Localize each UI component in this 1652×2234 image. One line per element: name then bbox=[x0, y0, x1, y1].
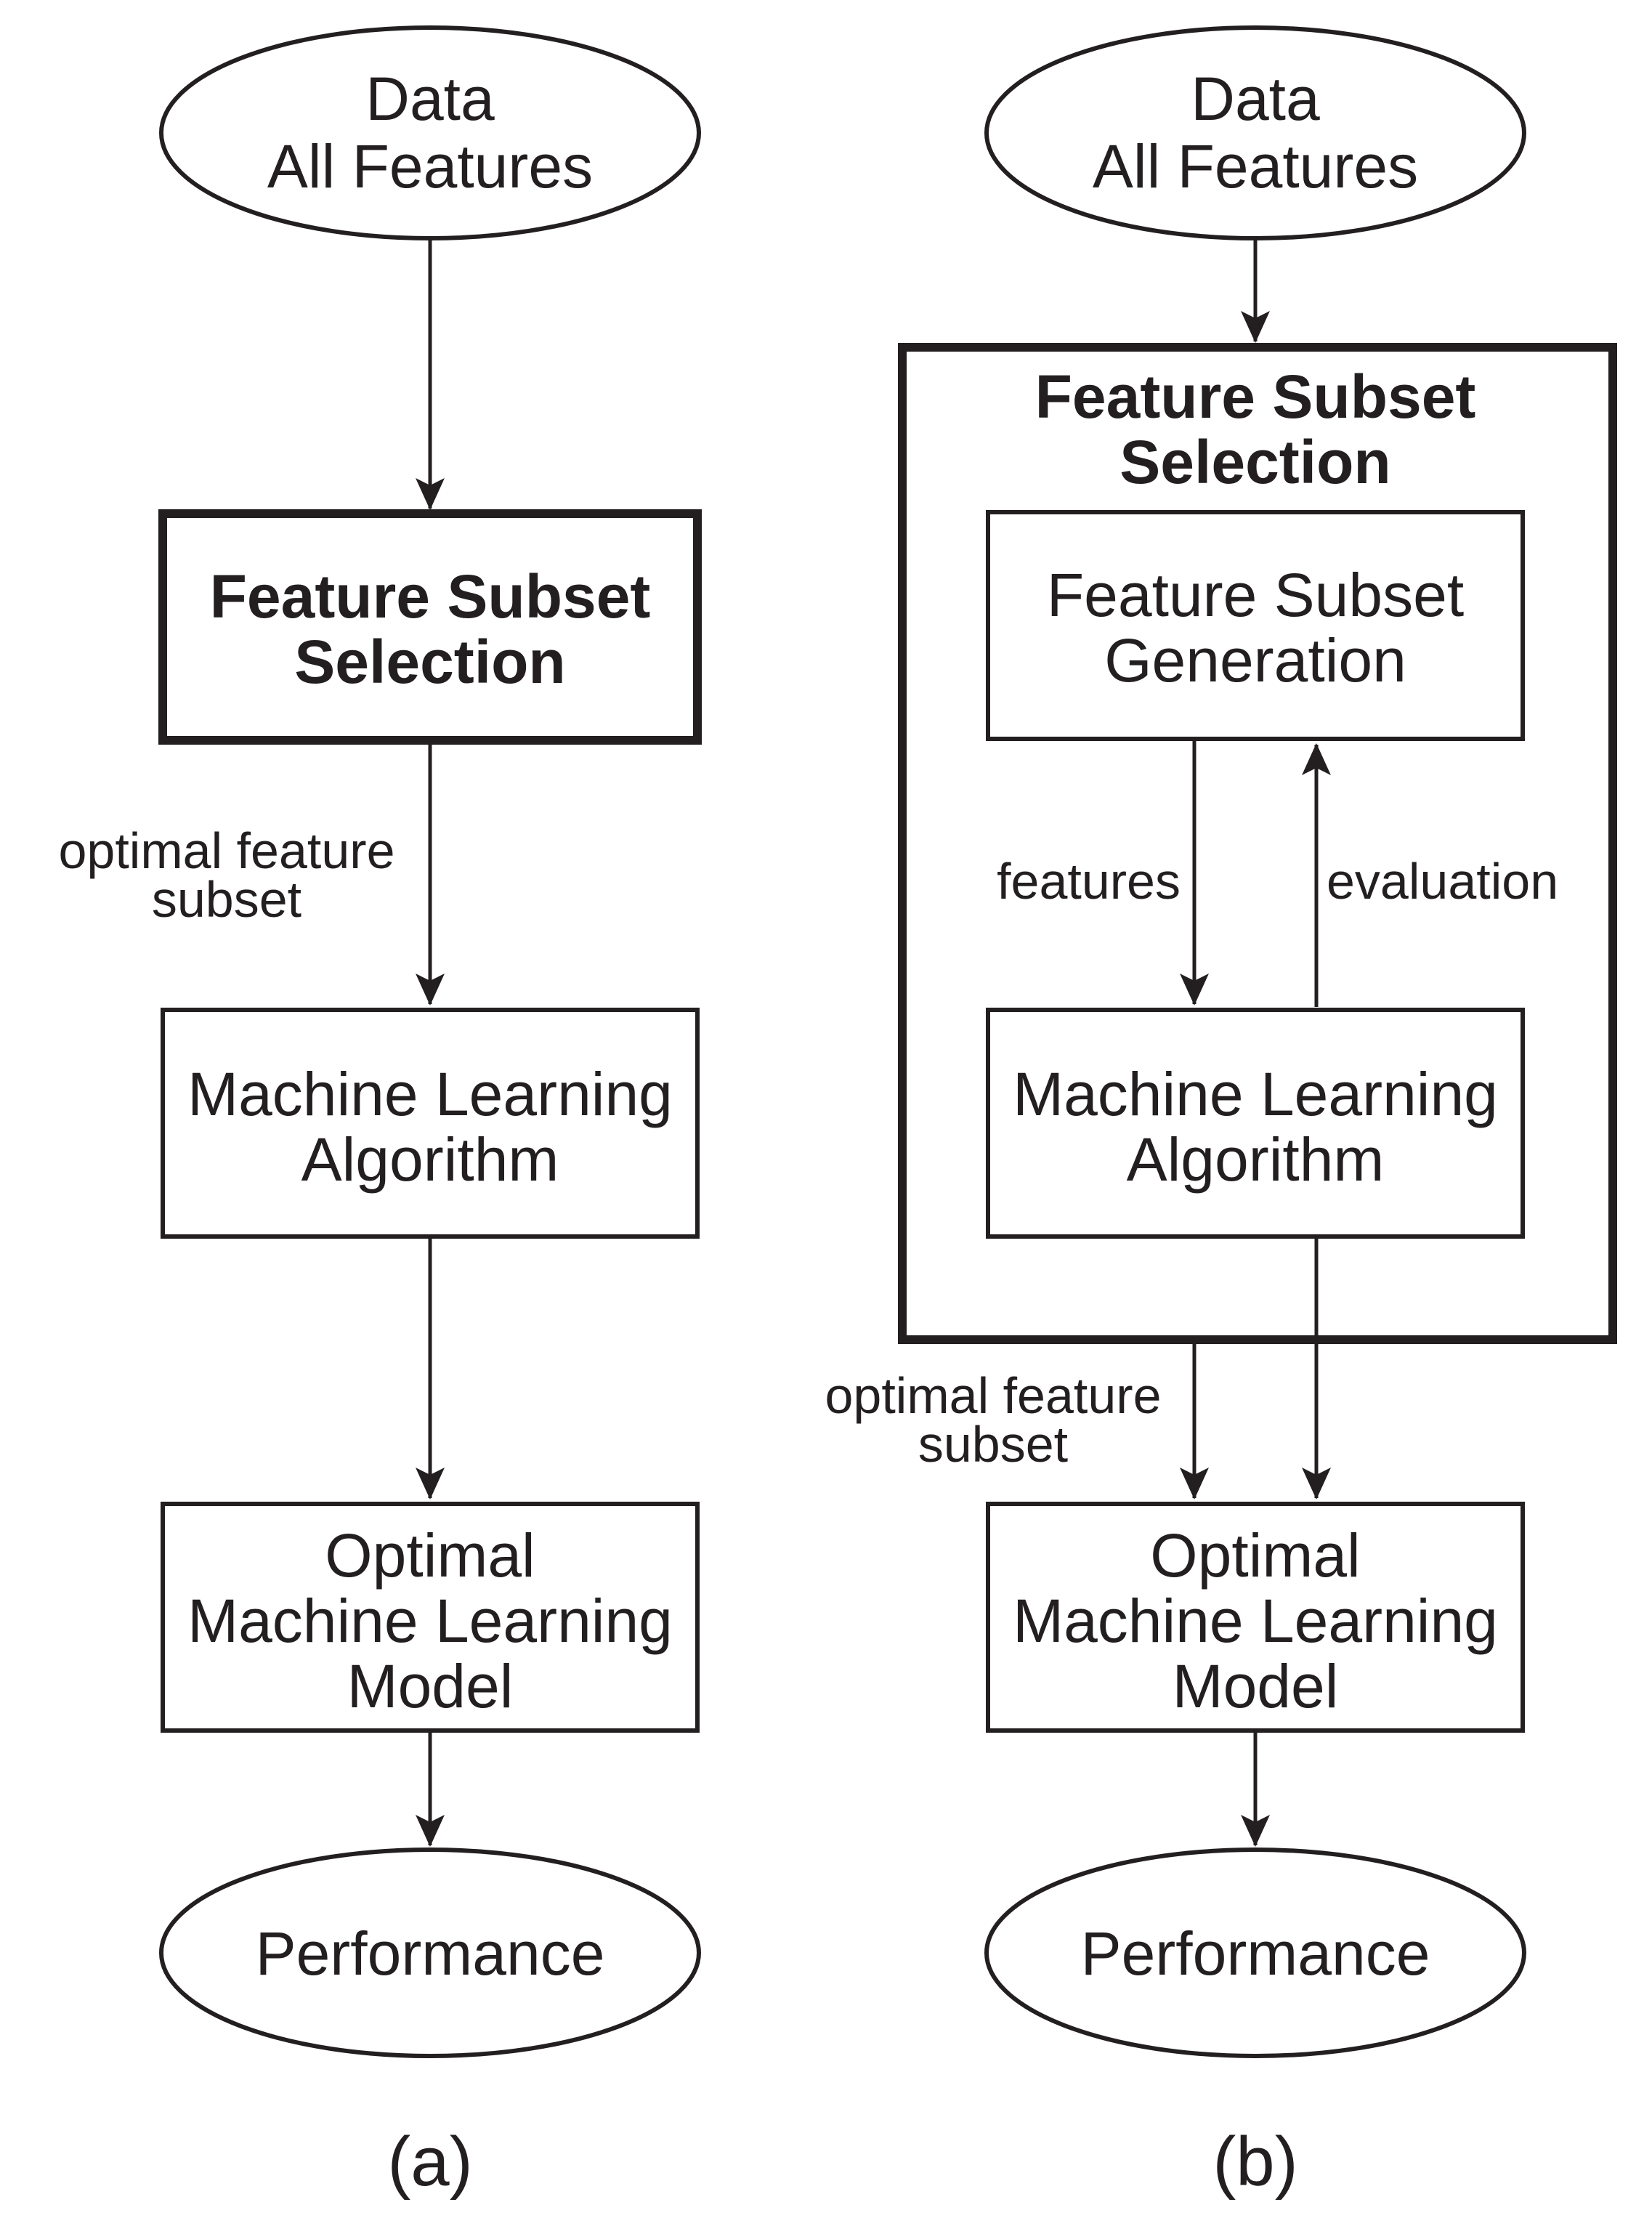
data-node-line-1: Data bbox=[365, 65, 495, 133]
generation-node-line-2: Generation bbox=[1104, 626, 1406, 695]
mla-node-line-2: Algorithm bbox=[1127, 1125, 1385, 1194]
mla-node-line-1: Machine Learning bbox=[187, 1060, 673, 1128]
mla-node-line-1: Machine Learning bbox=[1013, 1060, 1498, 1128]
model-node-line-2: Machine Learning bbox=[1013, 1587, 1498, 1655]
edge-label-line-1: optimal feature bbox=[825, 1367, 1161, 1424]
model-node-line-3: Model bbox=[347, 1652, 514, 1720]
container-title-line-1: Feature Subset bbox=[1035, 363, 1476, 431]
fss-node-line-2: Selection bbox=[294, 628, 565, 696]
edge-label-line-2: subset bbox=[152, 871, 301, 928]
optimal-model-node bbox=[986, 1502, 1525, 1733]
caption-b: (b) bbox=[1212, 2123, 1297, 2201]
machine-learning-algorithm-node bbox=[986, 1008, 1525, 1239]
performance-label: Performance bbox=[1081, 1919, 1430, 1988]
evaluation-label: evaluation bbox=[1327, 853, 1558, 910]
performance-node bbox=[984, 1847, 1526, 2058]
feature-subset-generation-node bbox=[986, 510, 1525, 741]
performance-node bbox=[159, 1847, 701, 2058]
model-node-line-1: Optimal bbox=[1150, 1521, 1360, 1590]
model-node-line-2: Machine Learning bbox=[187, 1587, 673, 1655]
optimal-model-node bbox=[161, 1502, 700, 1733]
diagram-b: Data All Features Feature Subset Selecti… bbox=[825, 25, 1617, 2201]
model-node-line-3: Model bbox=[1173, 1652, 1339, 1720]
caption-a: (a) bbox=[387, 2123, 472, 2201]
machine-learning-algorithm-node bbox=[161, 1008, 700, 1239]
container-title-line-2: Selection bbox=[1119, 428, 1390, 496]
mla-node-line-2: Algorithm bbox=[301, 1125, 559, 1194]
diagram-a: Data All Features Feature Subset Selecti… bbox=[58, 25, 702, 2201]
model-node-line-1: Optimal bbox=[325, 1521, 535, 1590]
data-node-line-1: Data bbox=[1191, 65, 1320, 133]
feature-subset-selection-node bbox=[158, 509, 702, 745]
fss-node-line-1: Feature Subset bbox=[210, 562, 651, 631]
generation-node-line-1: Feature Subset bbox=[1047, 561, 1464, 629]
edge-label-line-1: optimal feature bbox=[58, 822, 394, 879]
data-node-line-2: All Features bbox=[267, 132, 593, 201]
edge-label-line-2: subset bbox=[918, 1416, 1068, 1473]
data-node-line-2: All Features bbox=[1093, 132, 1418, 201]
features-label: features bbox=[997, 853, 1181, 910]
performance-label: Performance bbox=[256, 1919, 605, 1988]
